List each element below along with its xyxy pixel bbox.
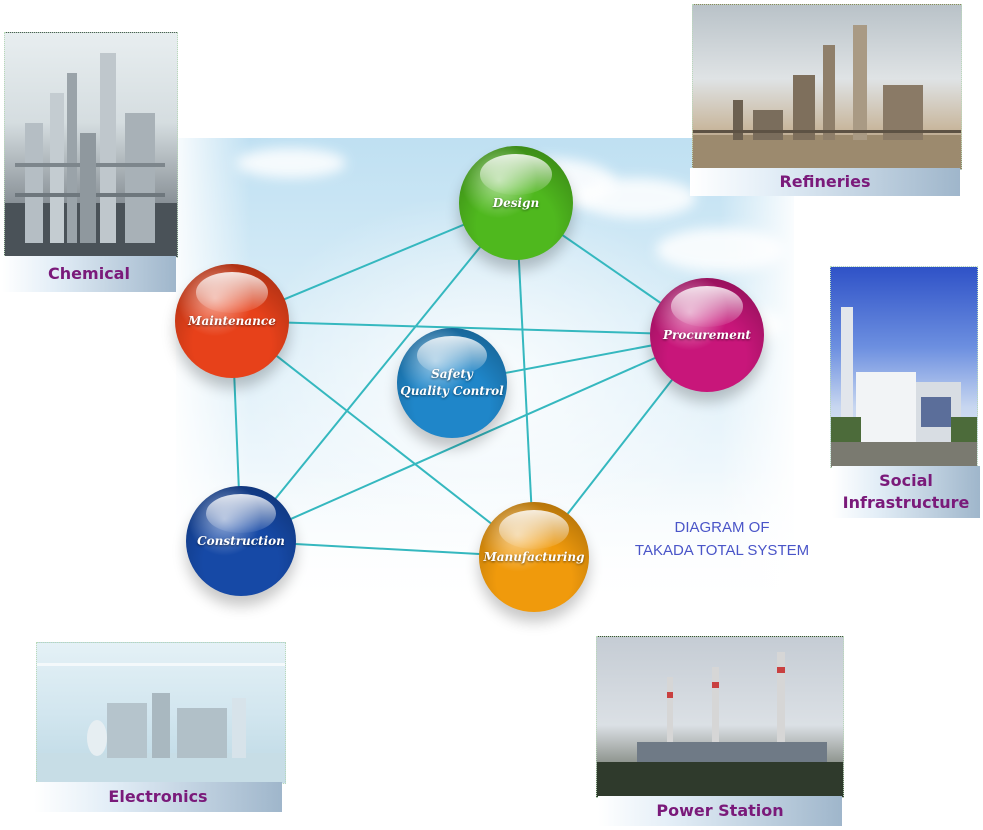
construction-node[interactable]: Construction bbox=[186, 486, 296, 596]
design-label: Design bbox=[492, 195, 540, 210]
manufacturing-node[interactable]: Manufacturing bbox=[479, 502, 589, 612]
maintenance-label: Maintenance bbox=[188, 313, 276, 328]
design-node[interactable]: Design bbox=[459, 146, 573, 260]
safety-label: Safety Quality Control bbox=[400, 367, 504, 398]
diagram-title: DIAGRAM OF TAKADA TOTAL SYSTEM bbox=[634, 519, 810, 559]
power-station-photo bbox=[596, 636, 844, 798]
social-infrastructure-photo bbox=[830, 266, 978, 468]
procurement-node[interactable]: Procurement bbox=[650, 278, 764, 392]
safety-quality-control-node[interactable]: Safety Quality Control bbox=[397, 328, 507, 438]
procurement-label: Procurement bbox=[663, 327, 751, 342]
maintenance-node[interactable]: Maintenance bbox=[175, 264, 289, 378]
manufacturing-label: Manufacturing bbox=[483, 549, 585, 564]
electronics-caption: Electronics bbox=[34, 782, 282, 812]
refineries-caption: Refineries bbox=[690, 168, 960, 196]
electronics-cleanroom-photo bbox=[36, 642, 286, 784]
chemical-plant-photo bbox=[4, 32, 178, 258]
chemical-caption: Chemical bbox=[2, 256, 176, 292]
refinery-photo bbox=[692, 4, 962, 170]
construction-label: Construction bbox=[197, 533, 285, 548]
social-infrastructure-caption: Social Infrastructure bbox=[832, 466, 980, 518]
power-station-caption: Power Station bbox=[598, 796, 842, 826]
